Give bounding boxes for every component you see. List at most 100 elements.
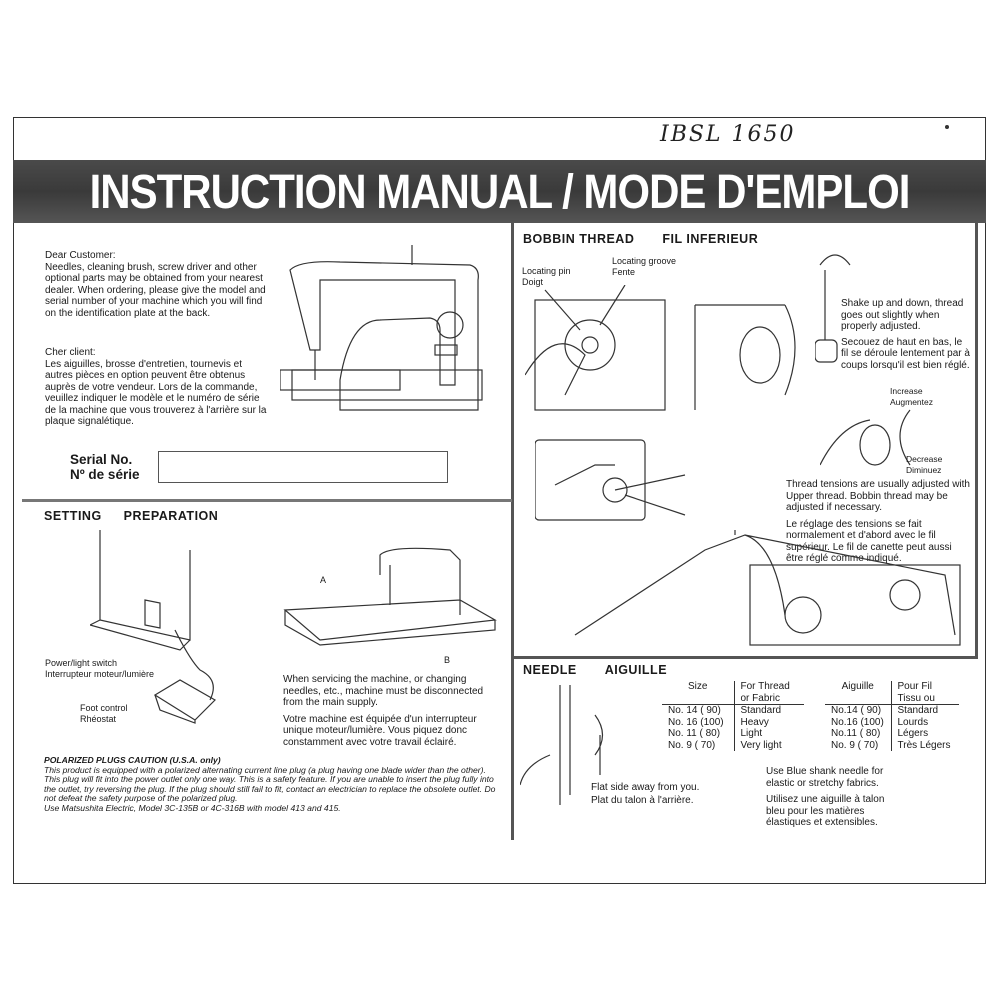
needle-size: No. 9 ( 70) xyxy=(668,739,716,751)
flat-side-note: Flat side away from you. Plat du talon à… xyxy=(591,781,699,807)
label-a: A xyxy=(320,575,327,585)
tension-note: Thread tensions are usually adjusted wit… xyxy=(786,479,971,565)
scan-speck xyxy=(945,125,949,129)
right-border xyxy=(975,223,978,659)
needle-size: No.14 ( 90) xyxy=(831,705,882,716)
bobbin-hanging-illustration xyxy=(815,254,851,363)
foot-control-label-fr: Rhéostat xyxy=(80,713,117,724)
caution-heading: POLARIZED PLUGS CAUTION (U.S.A. only) xyxy=(44,755,221,765)
title-banner: INSTRUCTION MANUAL / MODE D'EMPLOI xyxy=(13,160,986,223)
foot-control-illustration xyxy=(153,679,216,724)
section-divider-left xyxy=(22,499,512,502)
power-switch-illustration xyxy=(90,530,214,701)
needle-insert-illustration xyxy=(520,685,604,805)
needle-size: No. 11 ( 80) xyxy=(668,728,721,739)
table-header: For Thread or Fabric xyxy=(733,681,804,705)
fabric-type: Légers xyxy=(890,728,959,740)
power-switch-label-en: Power/light switch xyxy=(45,658,118,668)
section-divider-right xyxy=(513,656,978,659)
bobbin-heading-en: BOBBIN THREAD xyxy=(523,232,635,246)
fabric-type: Light xyxy=(733,728,804,740)
shake-note-fr: Secouez de haut en bas, le fil se déroul… xyxy=(841,336,970,371)
customer-note-en: Dear Customer: Needles, cleaning brush, … xyxy=(45,250,270,319)
service-note: When servicing the machine, or changing … xyxy=(283,674,503,748)
table-row: No. 11 ( 80) Light xyxy=(662,728,804,740)
blue-shank-en: Use Blue shank needle for elastic or str… xyxy=(766,766,884,789)
table-row: No.16 (100) Lourds xyxy=(825,716,959,728)
needle-size: No. 16 (100) xyxy=(668,716,724,728)
shake-note-en: Shake up and down, thread goes out sligh… xyxy=(841,298,964,332)
customer-heading-fr: Cher client: xyxy=(45,347,96,358)
column-divider xyxy=(511,223,514,840)
serial-label: Serial No. Nº de série xyxy=(70,452,139,482)
service-note-fr: Votre machine est équipée d'un interrupt… xyxy=(283,713,477,748)
page-border xyxy=(13,117,986,884)
needle-size: No.16 (100) xyxy=(831,716,884,728)
power-switch-label: Power/light switch Interrupteur moteur/l… xyxy=(45,658,154,679)
blue-shank-note: Use Blue shank needle for elastic or str… xyxy=(766,766,901,829)
page-title: INSTRUCTION MANUAL / MODE D'EMPLOI xyxy=(89,163,911,218)
customer-body-fr: Les aiguilles, brosse d'entretien, tourn… xyxy=(45,358,267,428)
bobbin-threading-illustration xyxy=(535,439,961,646)
customer-body-en: Needles, cleaning brush, screw driver an… xyxy=(45,261,266,319)
handwritten-model-note: IBSL 1650 xyxy=(660,122,796,147)
decrease-fr: Diminuez xyxy=(906,464,942,475)
extension-table-illustration xyxy=(283,547,497,646)
bobbin-heading-fr: FIL INFERIEUR xyxy=(662,232,759,246)
fabric-type: Standard xyxy=(733,704,804,717)
needle-size: No. 14 ( 90) xyxy=(668,705,721,716)
needle-heading-fr: AIGUILLE xyxy=(604,663,668,677)
table-row: No. 14 ( 90) Standard xyxy=(662,704,804,717)
polarized-plug-caution: POLARIZED PLUGS CAUTION (U.S.A. only) Th… xyxy=(44,755,499,813)
locating-groove-fr: Fente xyxy=(612,266,636,277)
locating-pin-fr: Doigt xyxy=(522,276,544,287)
locating-pin-en: Locating pin xyxy=(522,266,571,276)
bobbin-heading: BOBBIN THREAD FIL INFERIEUR xyxy=(523,232,758,246)
locating-pin-label: Locating pin Doigt xyxy=(522,266,571,287)
table-row: No. 9 ( 70) Very light xyxy=(662,739,804,751)
table-header: Aiguille xyxy=(825,681,891,705)
foot-control-label: Foot control Rhéostat xyxy=(80,703,128,724)
decrease-en: Decrease xyxy=(906,454,943,464)
fabric-type: Standard xyxy=(890,704,959,717)
serial-label-fr: Nº de série xyxy=(70,467,140,482)
fabric-type: Very light xyxy=(733,739,804,751)
tension-adjust-illustration xyxy=(820,409,911,466)
needle-heading-en: NEEDLE xyxy=(523,663,577,677)
tension-note-fr: Le réglage des tensions se fait normalem… xyxy=(786,518,952,565)
foot-control-label-en: Foot control xyxy=(80,703,128,713)
increase-label: Increase Augmentez xyxy=(890,386,933,407)
fabric-type: Très Légers xyxy=(890,739,959,751)
table-header: Pour Fil Tissu ou xyxy=(890,681,959,705)
serial-number-field[interactable] xyxy=(158,451,448,483)
caution-model: Use Matsushita Electric, Model 3C-135B o… xyxy=(44,802,341,813)
shake-note: Shake up and down, thread goes out sligh… xyxy=(841,298,971,371)
sewing-machine-illustration xyxy=(280,245,483,411)
customer-heading-en: Dear Customer: xyxy=(45,250,116,261)
fabric-type: Heavy xyxy=(733,716,804,728)
flat-side-en: Flat side away from you. xyxy=(591,782,700,793)
setting-heading-en: SETTING xyxy=(44,509,102,523)
table-row: No.11 ( 80) Légers xyxy=(825,728,959,740)
setting-heading: SETTING PREPARATION xyxy=(44,509,218,523)
flat-side-fr: Plat du talon à l'arrière. xyxy=(591,795,694,806)
setting-heading-fr: PREPARATION xyxy=(123,509,219,523)
increase-en: Increase xyxy=(890,386,923,396)
fabric-type: Lourds xyxy=(890,716,959,728)
table-header: Size xyxy=(662,681,734,705)
decrease-label: Decrease Diminuez xyxy=(906,454,942,475)
service-note-en: When servicing the machine, or changing … xyxy=(283,674,484,708)
increase-fr: Augmentez xyxy=(890,396,933,407)
needle-size: No.11 ( 80) xyxy=(831,728,881,739)
table-row: No. 9 ( 70) Très Légers xyxy=(825,739,959,751)
power-switch-label-fr: Interrupteur moteur/lumière xyxy=(45,668,155,679)
caution-body: This product is equipped with a polarize… xyxy=(44,764,496,803)
customer-note-fr: Cher client: Les aiguilles, brosse d'ent… xyxy=(45,347,270,428)
table-row: No. 16 (100) Heavy xyxy=(662,716,804,728)
table-row: No.14 ( 90) Standard xyxy=(825,704,959,717)
needle-size: No. 9 ( 70) xyxy=(831,739,879,751)
serial-label-en: Serial No. xyxy=(70,452,133,467)
locating-groove-en: Locating groove xyxy=(612,256,677,266)
